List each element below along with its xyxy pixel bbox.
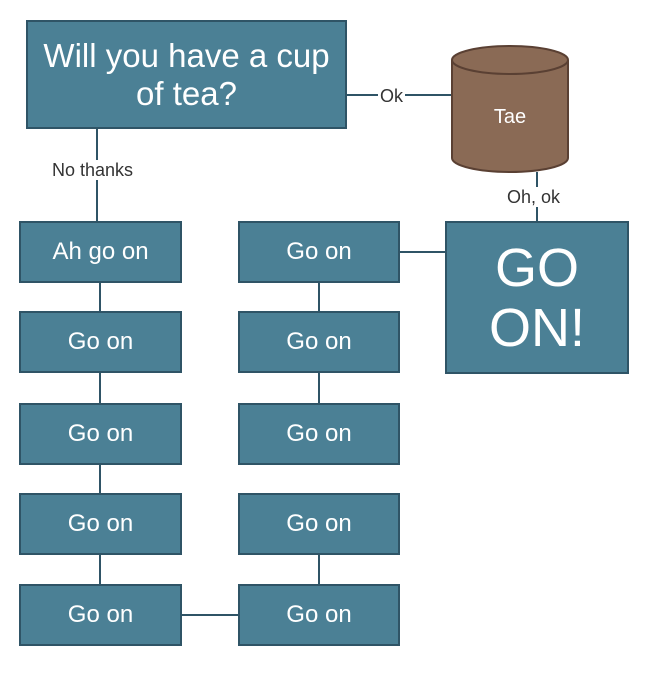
go-on-text: Go on (286, 510, 352, 537)
go-on-node-left-3: Go on (19, 403, 182, 465)
go-on-text: Go on (286, 420, 352, 447)
ah-go-on-node: Ah go on (19, 221, 182, 283)
go-on-text: Go on (67, 601, 134, 628)
go-on-big-text: GO ON! (488, 237, 585, 358)
go-on-big-node: GO ON! (445, 221, 629, 374)
go-on-text: Go on (67, 510, 134, 537)
tae-cylinder (451, 45, 569, 173)
edge-label-oh-ok: Oh, ok (505, 187, 563, 207)
go-on-text: Go on (286, 328, 352, 355)
go-on-node-right-2: Go on (238, 311, 400, 373)
go-on-text: Go on (67, 328, 134, 355)
go-on-node-right-3: Go on (238, 403, 400, 465)
go-on-node-left-2: Go on (19, 311, 182, 373)
go-on-node-left-5: Go on (19, 584, 182, 646)
go-on-node-left-4: Go on (19, 493, 182, 555)
question-node: Will you have a cup of tea? (26, 20, 347, 129)
edge-label-no-thanks: No thanks (50, 160, 136, 180)
go-on-text: Go on (286, 238, 352, 265)
question-text: Will you have a cup of tea? (43, 36, 330, 112)
ah-go-on-text: Ah go on (52, 238, 149, 265)
edge-label-ok: Ok (378, 86, 406, 106)
go-on-text: Go on (286, 601, 352, 628)
tae-label: Tae (493, 106, 527, 128)
go-on-node-right-1: Go on (238, 221, 400, 283)
go-on-node-right-4: Go on (238, 493, 400, 555)
go-on-node-right-5: Go on (238, 584, 400, 646)
go-on-text: Go on (67, 420, 134, 447)
